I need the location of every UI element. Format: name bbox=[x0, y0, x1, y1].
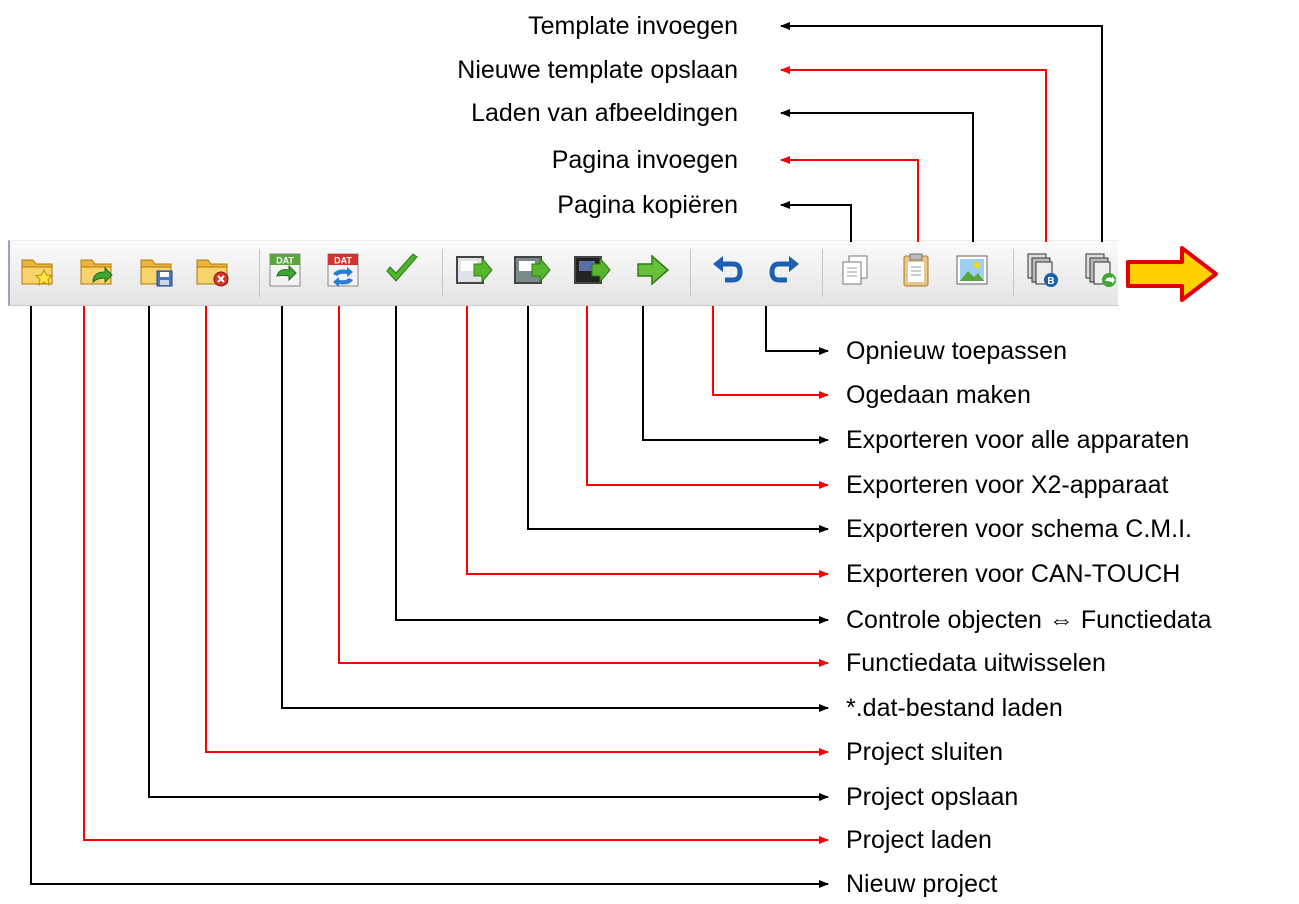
label-check-objects: Controle objecten ⇔ Functiedata bbox=[846, 606, 1212, 634]
export-cmi-icon[interactable] bbox=[512, 250, 552, 290]
label-exchange-function-data: Functiedata uitwisselen bbox=[846, 649, 1106, 677]
connector-line bbox=[765, 306, 829, 355]
label-redo: Opnieuw toepassen bbox=[846, 337, 1067, 365]
dat-load-icon[interactable]: DAT bbox=[265, 250, 305, 290]
save-template-icon[interactable]: B bbox=[1023, 250, 1063, 290]
connector-line bbox=[205, 306, 829, 756]
label-load-images: Laden van afbeeldingen bbox=[471, 99, 738, 127]
label-export-cmi: Exporteren voor schema C.M.I. bbox=[846, 515, 1192, 543]
label-export-can-touch: Exporteren voor CAN-TOUCH bbox=[846, 560, 1181, 588]
toolbar-separator bbox=[442, 249, 443, 297]
label-load-project: Project laden bbox=[846, 826, 992, 854]
label-close-project: Project sluiten bbox=[846, 738, 1004, 766]
connector-line bbox=[395, 306, 829, 624]
connector-line bbox=[780, 22, 1103, 242]
folder-save-icon[interactable] bbox=[137, 250, 177, 290]
label-load-dat: *.dat-bestand laden bbox=[846, 694, 1063, 722]
toolbar-separator bbox=[690, 249, 691, 297]
label-save-project: Project opslaan bbox=[846, 783, 1019, 811]
folder-close-icon[interactable] bbox=[193, 250, 233, 290]
label-new-project: Nieuw project bbox=[846, 870, 998, 898]
svg-text:DAT: DAT bbox=[334, 256, 352, 266]
redo-icon[interactable] bbox=[765, 250, 805, 290]
svg-text:DAT: DAT bbox=[276, 256, 294, 266]
connector-line bbox=[780, 201, 852, 242]
label-insert-template: Template invoegen bbox=[528, 12, 738, 40]
copy-page-icon[interactable] bbox=[835, 250, 875, 290]
connector-line bbox=[780, 156, 919, 242]
connector-line bbox=[527, 306, 829, 533]
label-export-all: Exporteren voor alle apparaten bbox=[846, 426, 1190, 454]
checkmark-icon[interactable] bbox=[382, 250, 422, 290]
connector-line bbox=[83, 306, 829, 844]
svg-text:B: B bbox=[1047, 276, 1054, 287]
connector-line bbox=[338, 306, 829, 667]
toolbar-separator bbox=[259, 249, 260, 297]
dat-exchange-icon[interactable]: DAT bbox=[323, 250, 363, 290]
connector-line bbox=[712, 306, 829, 399]
connector-line bbox=[30, 306, 829, 888]
label-insert-page: Pagina invoegen bbox=[551, 146, 738, 174]
toolbar-separator bbox=[822, 249, 823, 297]
toolbar-separator bbox=[1013, 249, 1014, 297]
connector-line bbox=[780, 109, 974, 242]
insert-template-icon[interactable] bbox=[1081, 250, 1121, 290]
continue-arrow-icon bbox=[1126, 246, 1218, 302]
connector-line bbox=[148, 306, 829, 801]
label-export-x2: Exporteren voor X2-apparaat bbox=[846, 471, 1169, 499]
connector-line bbox=[586, 306, 829, 489]
label-copy-page: Pagina kopiëren bbox=[557, 191, 738, 219]
folder-star-icon[interactable] bbox=[18, 250, 58, 290]
label-save-template: Nieuwe template opslaan bbox=[457, 56, 738, 84]
connector-line bbox=[466, 306, 829, 578]
export-can-touch-icon[interactable] bbox=[454, 250, 494, 290]
folder-open-icon[interactable] bbox=[77, 250, 117, 290]
export-x2-icon[interactable] bbox=[572, 250, 612, 290]
connector-line bbox=[780, 66, 1047, 242]
image-icon[interactable] bbox=[952, 250, 992, 290]
connector-line bbox=[281, 306, 829, 712]
export-all-icon[interactable] bbox=[632, 250, 672, 290]
undo-icon[interactable] bbox=[707, 250, 747, 290]
insert-page-icon[interactable] bbox=[896, 250, 936, 290]
toolbar bbox=[8, 240, 1118, 306]
connector-line bbox=[642, 306, 829, 444]
label-undo: Ogedaan maken bbox=[846, 381, 1031, 409]
